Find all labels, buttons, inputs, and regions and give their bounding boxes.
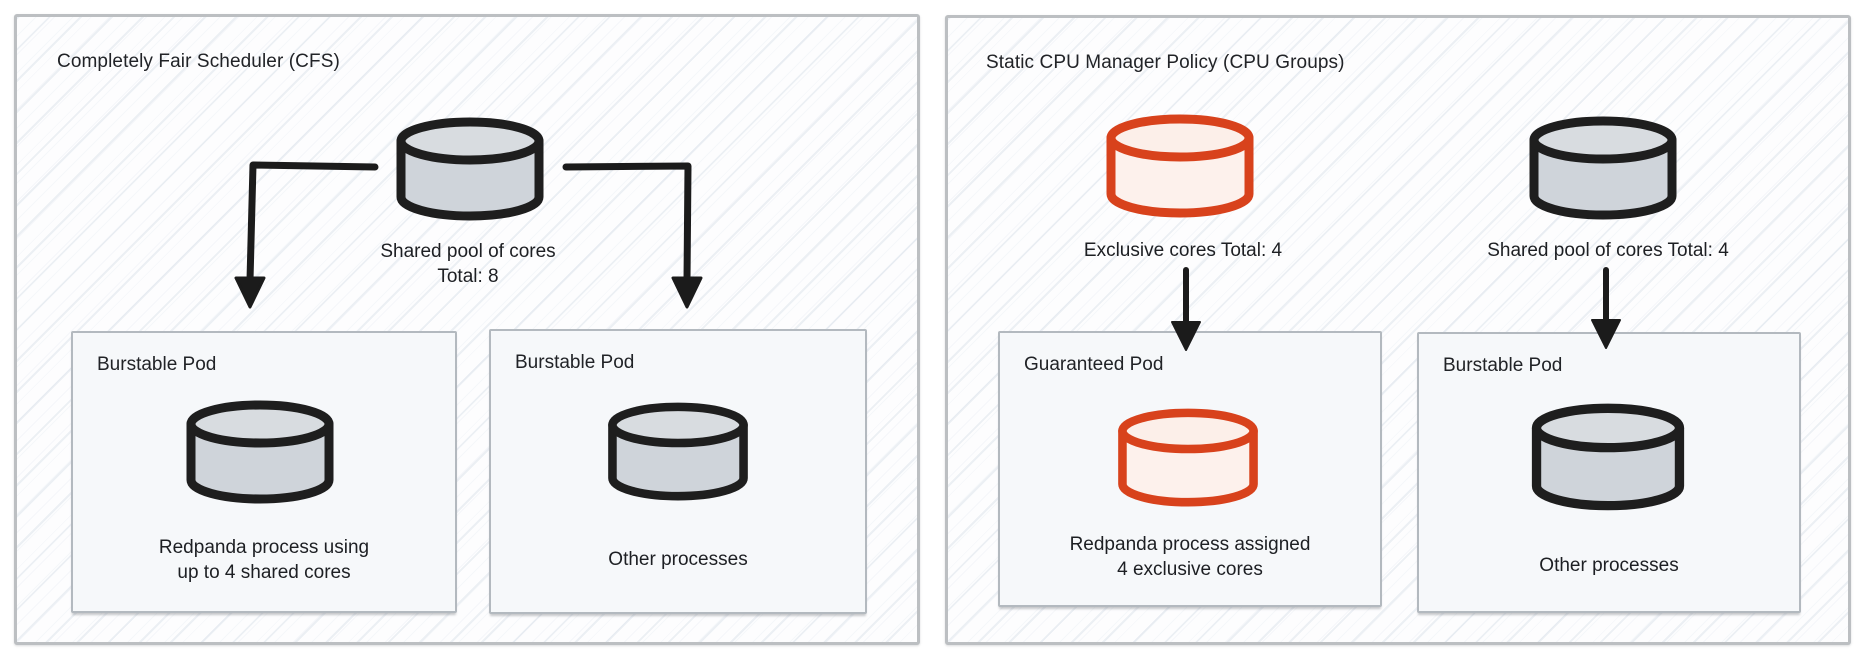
cfs-panel: Completely Fair Scheduler (CFS) Shared p… (14, 14, 920, 645)
static-cpu-policy-panel: Static CPU Manager Policy (CPU Groups) E… (945, 15, 1851, 645)
pod-caption: Other processes (491, 547, 865, 572)
shared-pool-database-icon (390, 114, 550, 231)
pod-title: Burstable Pod (1443, 355, 1563, 376)
guaranteed-pod: Guaranteed Pod Redpanda process assigned… (998, 331, 1382, 607)
pod-caption-line2: up to 4 shared cores (177, 562, 351, 583)
pod-caption: Redpanda process using up to 4 shared co… (73, 535, 455, 585)
pod-caption-line1: Other processes (1539, 555, 1679, 576)
pod-cores-database-icon (180, 397, 340, 514)
shared-pool-label-line1: Shared pool of cores (380, 241, 556, 262)
pod-title: Burstable Pod (515, 352, 635, 373)
exclusive-cores-label: Exclusive cores Total: 4 (1083, 240, 1283, 261)
pod-exclusive-cores-database-icon (1112, 405, 1264, 517)
pod-cores-database-icon (602, 399, 754, 511)
cfs-panel-title: Completely Fair Scheduler (CFS) (57, 51, 340, 72)
pod-caption-line1: Redpanda process assigned (1069, 534, 1311, 555)
pod-cores-database-icon (1525, 400, 1691, 521)
exclusive-cores-database-icon (1100, 111, 1260, 228)
burstable-pod-other: Burstable Pod Other processes (1417, 332, 1801, 613)
pod-title: Burstable Pod (97, 354, 217, 375)
shared-pool-label: Shared pool of cores Total: 4 (1487, 240, 1729, 261)
shared-pool-label-line2: Total: 8 (437, 266, 499, 287)
burstable-pod-other: Burstable Pod Other processes (489, 329, 867, 614)
pod-caption-line1: Redpanda process using (158, 537, 370, 558)
burstable-pod-redpanda: Burstable Pod Redpanda process using up … (71, 331, 457, 613)
pod-caption-line2: 4 exclusive cores (1117, 559, 1263, 580)
pod-caption: Redpanda process assigned 4 exclusive co… (1000, 532, 1380, 582)
pod-caption: Other processes (1419, 553, 1799, 578)
shared-pool-database-icon (1523, 113, 1683, 230)
pod-title: Guaranteed Pod (1024, 354, 1164, 375)
static-policy-panel-title: Static CPU Manager Policy (CPU Groups) (986, 52, 1345, 73)
shared-pool-label: Shared pool of cores Total: 8 (308, 239, 628, 289)
pod-caption-line1: Other processes (608, 549, 748, 570)
